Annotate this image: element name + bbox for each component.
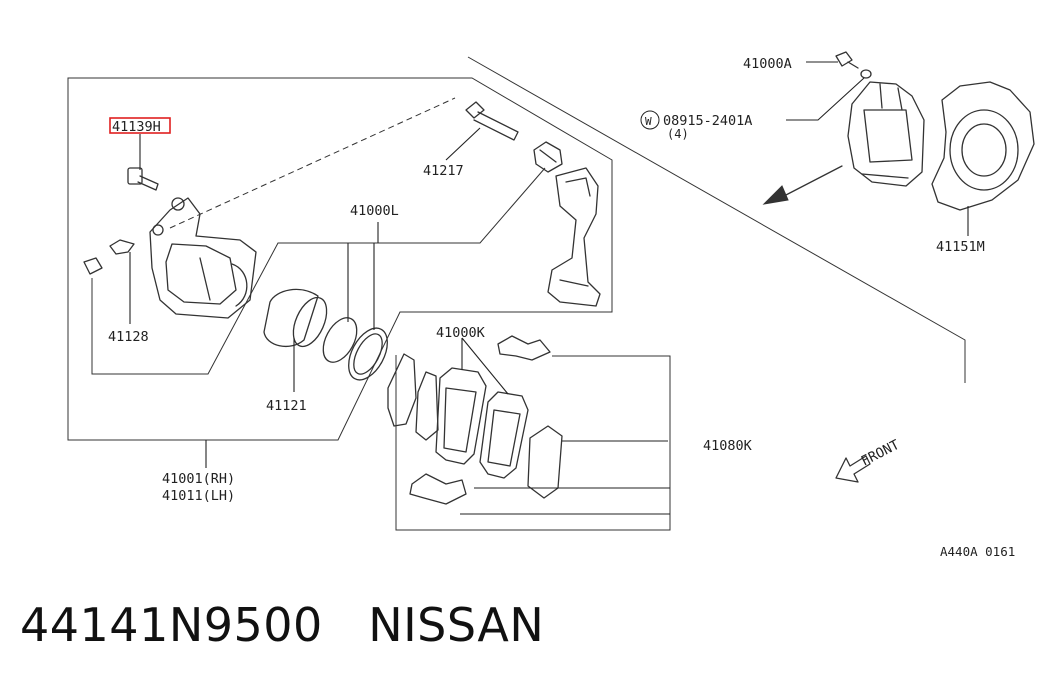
removal-arrow (762, 165, 843, 205)
label-41000a[interactable]: 41000A (743, 56, 792, 72)
pad-shim-outer (387, 353, 417, 427)
pin-41217 (465, 101, 519, 141)
part-caption: 44141N9500 NISSAN (20, 598, 544, 652)
label-41000l[interactable]: 41000L (350, 203, 399, 219)
label-41217[interactable]: 41217 (423, 163, 464, 179)
pad-clip-bottom (409, 473, 467, 505)
inner-bracket-line (91, 167, 546, 375)
pad-clip-top (497, 335, 551, 361)
label-reference-code: A440A 0161 (940, 544, 1015, 559)
label-41121[interactable]: 41121 (266, 398, 307, 414)
label-41139h[interactable]: 41139H (112, 119, 161, 135)
washer-mark-circle (640, 110, 660, 130)
label-41001-rh[interactable]: 41001(RH) (162, 471, 235, 487)
bolt-41000a (835, 51, 859, 69)
label-front: FRONT (859, 437, 902, 470)
caliper-body (149, 197, 257, 319)
leader-08915 (786, 77, 865, 121)
label-41011-lh[interactable]: 41011(LH) (162, 488, 235, 504)
label-washer-mark: W (645, 115, 652, 128)
washer-08915 (860, 69, 872, 79)
torque-member (547, 167, 601, 307)
pad-shim-inner (415, 371, 439, 441)
piston-seals-41000l (322, 317, 388, 381)
pad-shim-3 (527, 425, 563, 499)
pin-boot (533, 141, 563, 173)
brake-pad-1 (435, 367, 487, 465)
guide-line (467, 56, 966, 383)
bolt-41139h (127, 167, 159, 191)
leader-41000k-b (461, 337, 509, 395)
label-41151m[interactable]: 41151M (936, 239, 985, 255)
label-08915-2401a[interactable]: 08915-2401A (663, 113, 752, 129)
front-arrow-icon (835, 455, 871, 483)
leader-41217 (445, 127, 481, 161)
pad-kit-bracket (395, 355, 671, 531)
caliper-assembly-right (847, 81, 925, 187)
caption-brand: NISSAN (368, 598, 545, 652)
disc-shield-41151m (931, 81, 1035, 211)
highlight-box (109, 117, 171, 134)
bleeder-41128 (83, 239, 135, 275)
label-41080k[interactable]: 41080K (703, 438, 753, 454)
piston-41121 (263, 288, 328, 348)
caption-part-number: 44141N9500 (20, 598, 323, 652)
brake-pad-2 (479, 391, 529, 479)
label-41128[interactable]: 41128 (108, 329, 149, 345)
label-quantity: (4) (667, 127, 689, 141)
caliper-assembly-box (67, 77, 613, 441)
label-41000k[interactable]: 41000K (436, 325, 486, 341)
dashed-alignment-line (169, 97, 456, 229)
